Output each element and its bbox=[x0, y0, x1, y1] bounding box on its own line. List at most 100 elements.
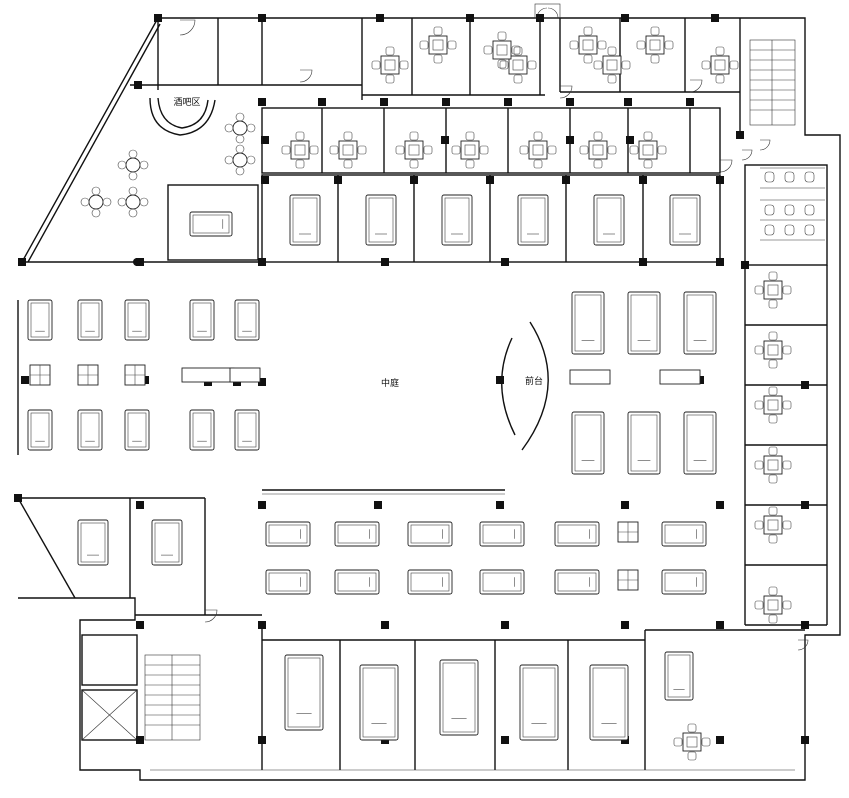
counter bbox=[181, 367, 235, 383]
pool-table-cloth bbox=[630, 414, 658, 472]
bar-stool bbox=[128, 149, 138, 159]
chair bbox=[754, 600, 764, 610]
bar-stool bbox=[235, 134, 245, 144]
chair bbox=[499, 60, 509, 70]
chair bbox=[768, 506, 778, 516]
pool-table-cloth bbox=[127, 302, 147, 338]
mahjong-table-top bbox=[294, 144, 306, 156]
chair bbox=[371, 60, 381, 70]
column bbox=[621, 501, 629, 509]
chair bbox=[768, 331, 778, 341]
chair bbox=[569, 40, 579, 50]
chair bbox=[768, 299, 778, 309]
round-column bbox=[501, 258, 509, 266]
chair bbox=[519, 145, 529, 155]
pool-table bbox=[683, 411, 717, 475]
pool-table bbox=[124, 299, 150, 341]
pool-table-cloth bbox=[80, 412, 100, 448]
door-swing bbox=[797, 639, 809, 651]
toilet bbox=[804, 171, 815, 183]
pool-table-cloth bbox=[410, 524, 450, 544]
pool-table bbox=[571, 291, 605, 355]
bar-stool bbox=[91, 186, 101, 196]
column bbox=[496, 501, 504, 509]
mahjong-table bbox=[338, 140, 358, 160]
column bbox=[21, 376, 29, 384]
bar-stool bbox=[128, 208, 138, 218]
pool-table bbox=[571, 411, 605, 475]
column bbox=[496, 376, 504, 384]
pool-table bbox=[627, 291, 661, 355]
mahjong-table bbox=[763, 395, 783, 415]
chair bbox=[309, 145, 319, 155]
bar-table bbox=[232, 120, 248, 136]
toilet bbox=[764, 171, 775, 183]
door-swing bbox=[689, 79, 703, 93]
chair bbox=[629, 145, 639, 155]
chair bbox=[357, 145, 367, 155]
chair bbox=[607, 74, 617, 84]
column bbox=[258, 621, 266, 629]
pool-table bbox=[189, 299, 215, 341]
counter bbox=[229, 367, 261, 383]
column bbox=[258, 501, 266, 509]
chair bbox=[483, 45, 493, 55]
mahjong-table bbox=[710, 55, 730, 75]
mahjong-table bbox=[380, 55, 400, 75]
chair bbox=[768, 359, 778, 369]
door-swing bbox=[759, 139, 771, 151]
column bbox=[486, 176, 494, 184]
pool-table bbox=[683, 291, 717, 355]
chair bbox=[547, 145, 557, 155]
bar-stool bbox=[224, 123, 234, 133]
chair bbox=[593, 159, 603, 169]
chair bbox=[409, 159, 419, 169]
reception-desk bbox=[501, 321, 549, 451]
chair bbox=[768, 386, 778, 396]
pool-table-cloth bbox=[237, 302, 257, 338]
pool-table-cloth bbox=[672, 197, 698, 243]
column bbox=[801, 736, 809, 744]
pool-table-cloth bbox=[482, 572, 522, 592]
courtyard-label: 中庭 bbox=[381, 377, 399, 389]
mahjong-table bbox=[763, 595, 783, 615]
pool-table bbox=[234, 409, 260, 451]
pool-table bbox=[407, 521, 453, 547]
pool-table-cloth bbox=[520, 197, 546, 243]
chair bbox=[782, 400, 792, 410]
column bbox=[374, 501, 382, 509]
chair bbox=[533, 131, 543, 141]
reception-label: 前台 bbox=[525, 375, 543, 387]
bar-stool bbox=[224, 155, 234, 165]
column bbox=[318, 98, 326, 106]
chair bbox=[533, 159, 543, 169]
mahjong-table bbox=[404, 140, 424, 160]
pool-table bbox=[365, 194, 397, 246]
pool-table-cloth bbox=[30, 412, 50, 448]
column bbox=[261, 136, 269, 144]
pool-table bbox=[27, 409, 53, 451]
pool-table bbox=[593, 194, 625, 246]
chair bbox=[768, 474, 778, 484]
chair bbox=[650, 26, 660, 36]
column bbox=[621, 14, 629, 22]
column bbox=[801, 621, 809, 629]
column bbox=[261, 176, 269, 184]
bar-stool bbox=[80, 197, 90, 207]
column bbox=[621, 621, 629, 629]
column bbox=[466, 14, 474, 22]
chair bbox=[643, 159, 653, 169]
column bbox=[716, 176, 724, 184]
chair bbox=[395, 145, 405, 155]
column bbox=[501, 621, 509, 629]
pool-table bbox=[334, 569, 380, 595]
toilet bbox=[804, 204, 815, 216]
bar-counter bbox=[149, 97, 216, 136]
pool-table-cloth bbox=[368, 197, 394, 243]
mahjong-table-top bbox=[592, 144, 604, 156]
chair bbox=[511, 45, 521, 55]
chair bbox=[579, 145, 589, 155]
pool-table-cloth bbox=[482, 524, 522, 544]
chair bbox=[664, 40, 674, 50]
chair bbox=[715, 74, 725, 84]
